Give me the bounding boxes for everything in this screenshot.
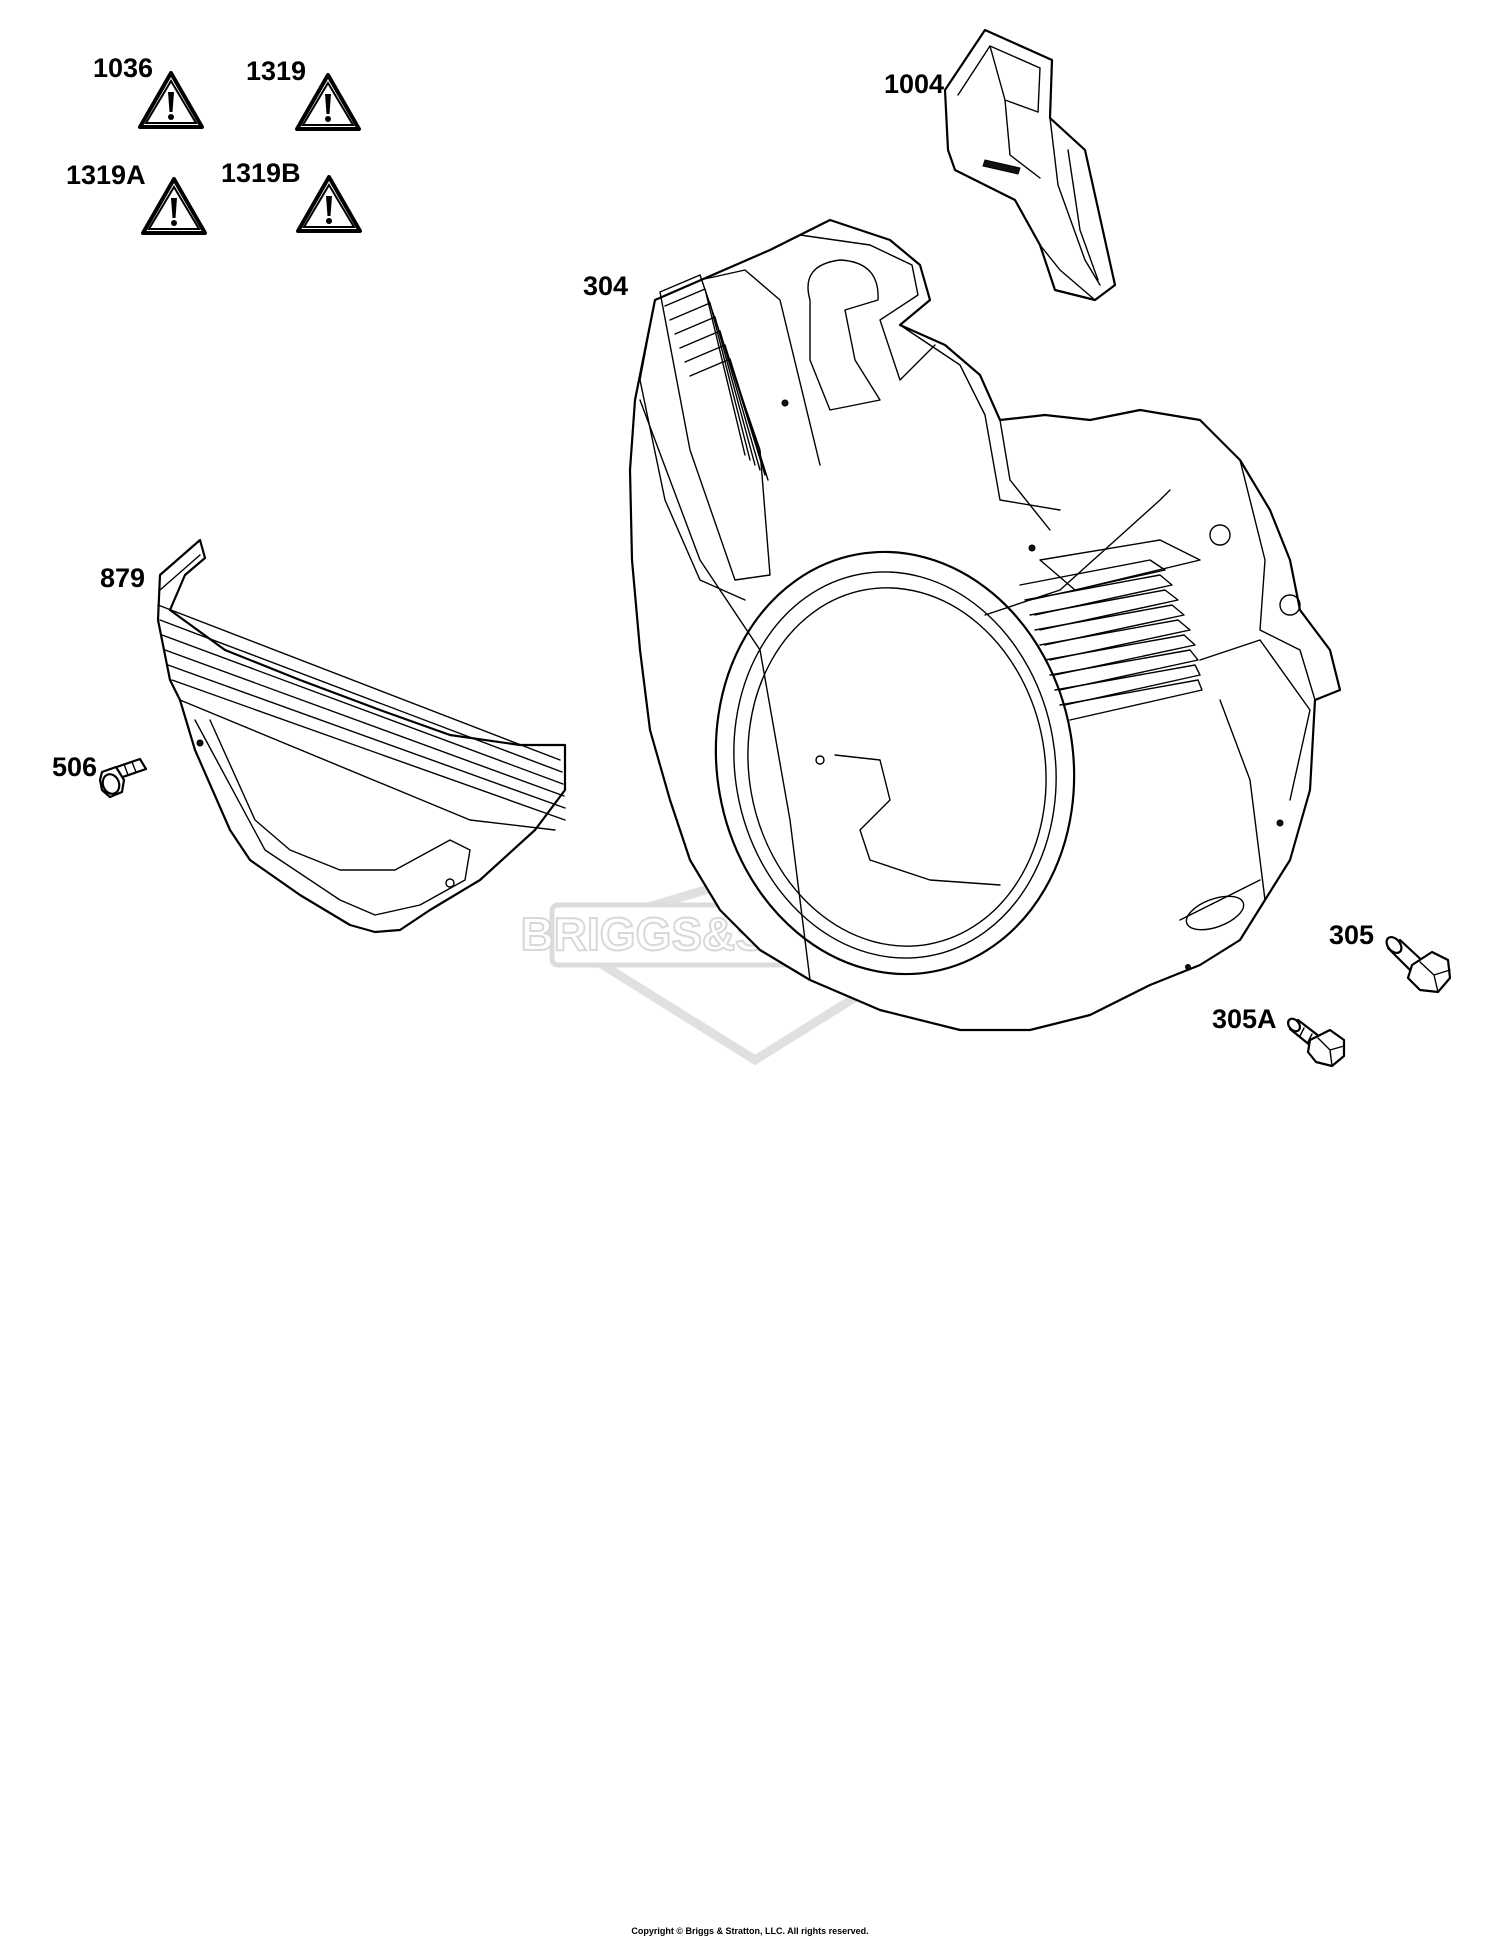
callout-1319b: 1319B — [221, 158, 301, 188]
callout-1319: 1319 — [246, 56, 306, 86]
part-305-bolt[interactable]: 305 — [1329, 920, 1452, 994]
warning-triangle-icon — [141, 177, 207, 235]
callout-305a: 305A — [1212, 1004, 1277, 1034]
part-506-bolt[interactable]: 506 — [52, 752, 148, 799]
part-1004-air-guide[interactable]: 1004 — [884, 28, 1117, 302]
callout-506: 506 — [52, 752, 97, 782]
callout-304: 304 — [583, 271, 628, 301]
callout-1036: 1036 — [93, 53, 153, 83]
part-879-shield[interactable]: 879 — [100, 538, 567, 934]
warning-label-1036[interactable]: 1036 — [93, 53, 204, 129]
copyright-notice: Copyright © Briggs & Stratton, LLC. All … — [631, 1926, 869, 1936]
callout-1319a: 1319A — [66, 160, 146, 190]
warning-label-1319[interactable]: 1319 — [246, 56, 361, 131]
part-304-blower-housing[interactable]: 304 — [583, 218, 1342, 1032]
warning-triangle-icon — [138, 71, 204, 129]
warning-triangle-icon — [296, 175, 362, 233]
callout-879: 879 — [100, 563, 145, 593]
warning-label-1319a[interactable]: 1319A — [66, 160, 207, 235]
warning-label-1319b[interactable]: 1319B — [221, 158, 362, 233]
callout-1004: 1004 — [884, 69, 944, 99]
warning-triangle-icon — [295, 73, 361, 131]
part-305a-bolt[interactable]: 305A — [1212, 1004, 1346, 1068]
callout-305: 305 — [1329, 920, 1374, 950]
